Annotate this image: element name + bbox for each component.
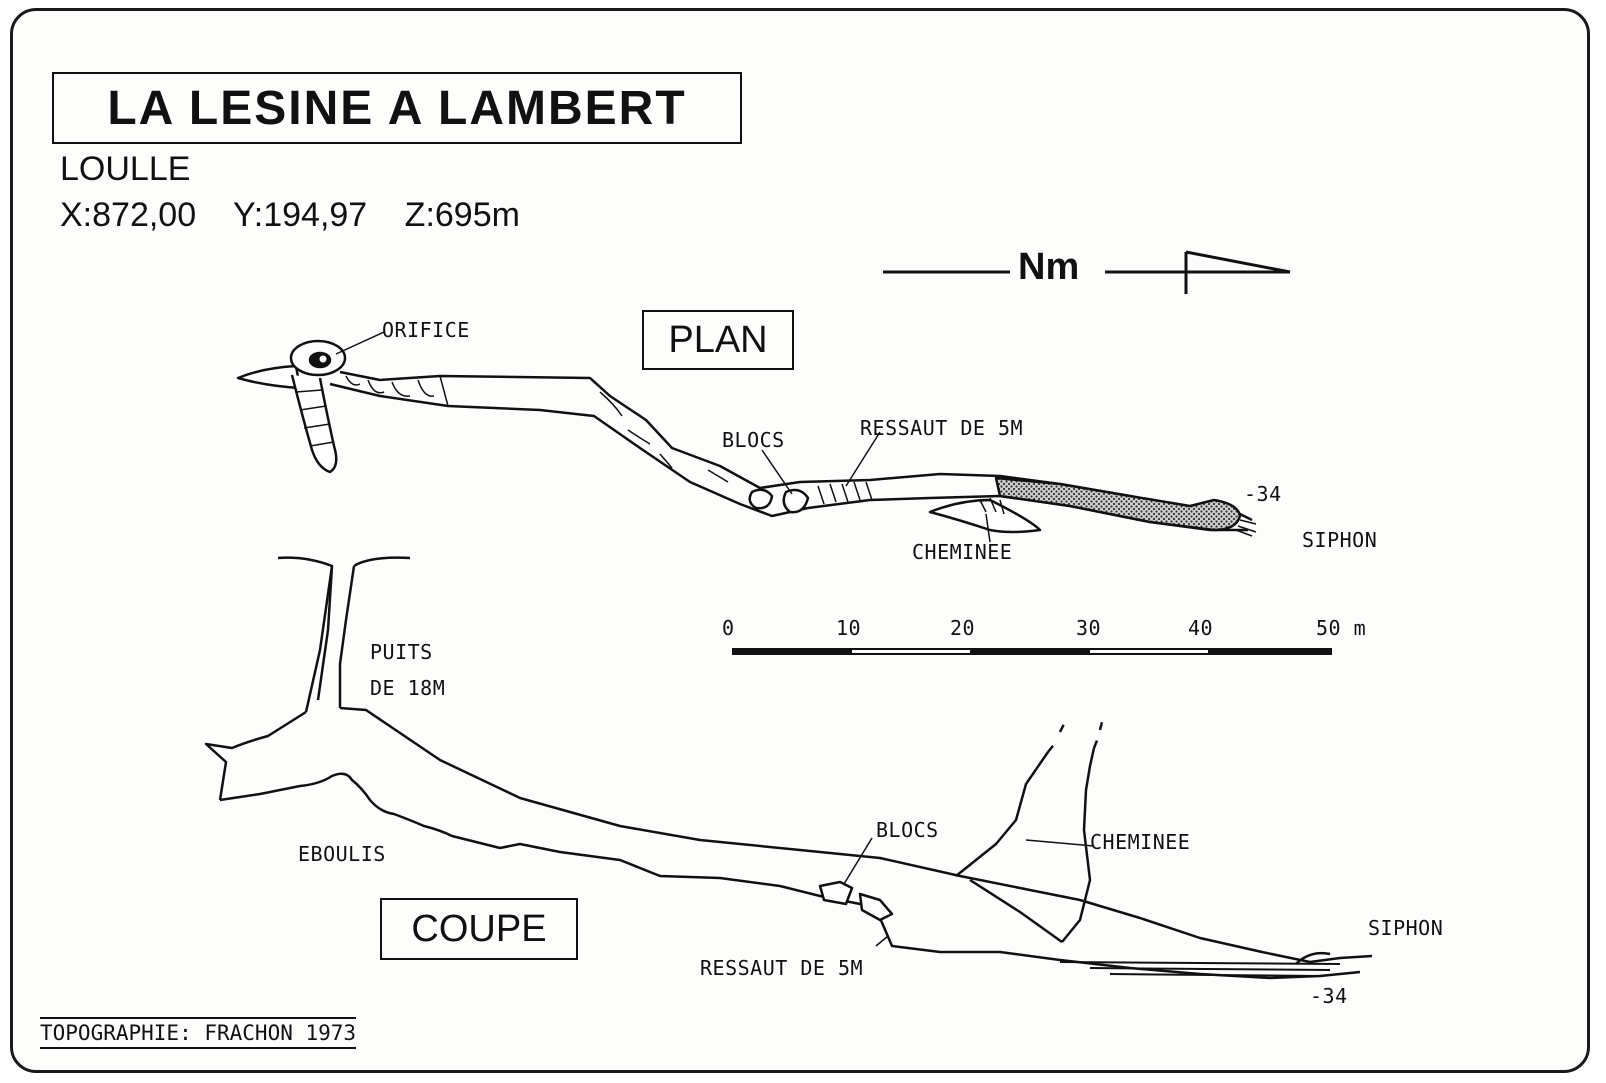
label-coupe-depth: -34: [1310, 984, 1348, 1008]
label-coupe-blocs: BLOCS: [876, 818, 939, 842]
label-plan-ressaut: RESSAUT DE 5M: [860, 416, 1024, 440]
scale-tick-50: 50 m: [1316, 616, 1367, 640]
plan-view: [236, 331, 1257, 543]
label-coupe-cheminee: CHEMINEE: [1090, 830, 1191, 854]
label-coupe-ressaut: RESSAUT DE 5M: [700, 956, 864, 980]
label-puits-line1: PUITS: [370, 640, 433, 664]
scale-tick-40: 40: [1188, 616, 1214, 640]
north-arrow-icon: [883, 250, 1291, 294]
label-orifice: ORIFICE: [382, 318, 470, 342]
survey-credit: TOPOGRAPHIE: FRACHON 1973: [40, 1017, 357, 1049]
label-plan-siphon: SIPHON: [1302, 528, 1378, 552]
label-plan-blocs: BLOCS: [722, 428, 785, 452]
label-plan-cheminee: CHEMINEE: [912, 540, 1013, 564]
coupe-view: [204, 556, 1373, 980]
coordinates: X:872,00 Y:194,97 Z:695m: [60, 196, 548, 235]
label-plan-depth: -34: [1244, 482, 1282, 506]
north-label: Nm: [1018, 246, 1080, 288]
scale-bar: [732, 648, 1332, 655]
label-puits-line2: DE 18M: [370, 676, 446, 700]
plan-heading: PLAN: [642, 310, 794, 370]
coord-y: Y:194,97: [232, 196, 368, 234]
label-coupe-siphon: SIPHON: [1368, 916, 1444, 940]
label-eboulis: EBOULIS: [298, 842, 386, 866]
scale-tick-20: 20: [950, 616, 976, 640]
scale-tick-30: 30: [1076, 616, 1102, 640]
coord-x: X:872,00: [60, 196, 197, 234]
coupe-heading: COUPE: [380, 898, 578, 960]
commune-name: LOULLE: [60, 150, 191, 188]
map-frame: [10, 8, 1590, 1073]
scale-tick-10: 10: [836, 616, 862, 640]
coord-z: Z:695m: [404, 196, 520, 234]
scale-tick-0: 0: [722, 616, 735, 640]
cave-title: LA LESINE A LAMBERT: [52, 72, 742, 144]
